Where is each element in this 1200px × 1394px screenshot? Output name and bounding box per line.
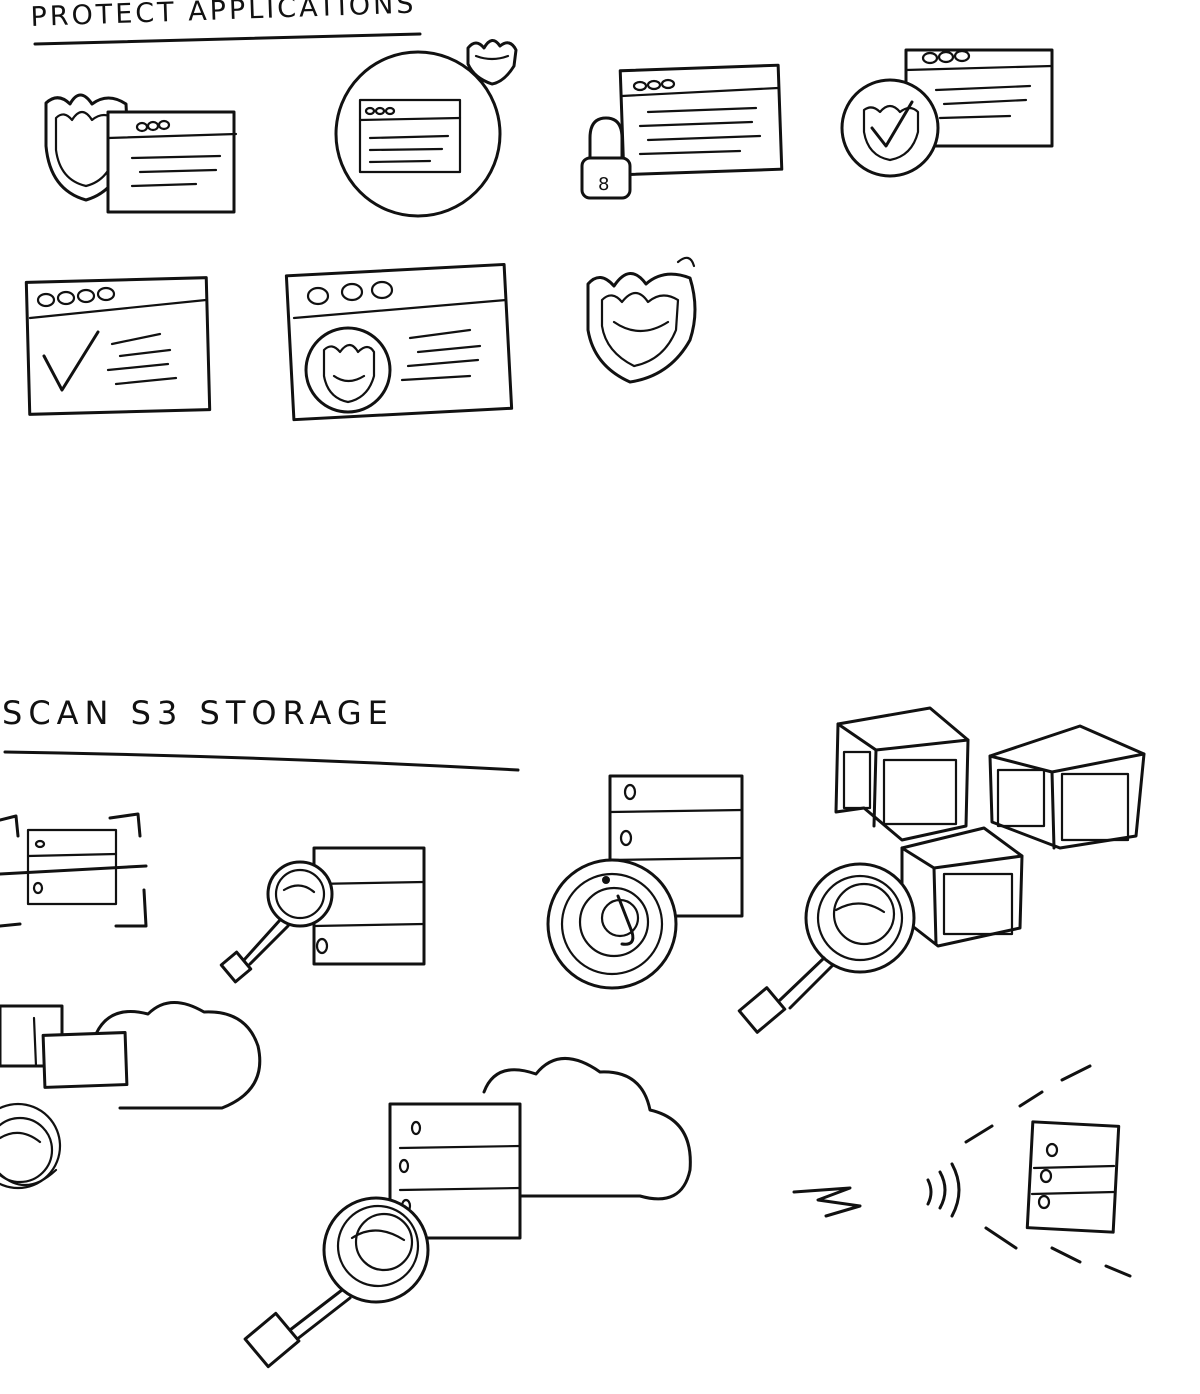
- window-checkmark-icon: [24, 276, 212, 416]
- magnifier-list-icon: [219, 846, 426, 984]
- target-list-icon: [546, 774, 744, 990]
- circle-window-shield-icon: [334, 39, 518, 218]
- shield-window-icon: [44, 93, 238, 214]
- scan-frame-icon: [0, 812, 148, 928]
- window-shield-badge-icon: [284, 262, 514, 422]
- magnifier-boxes-icon: [737, 706, 1146, 1034]
- cloud-magnifier-list-icon: [243, 1057, 692, 1369]
- circle-shield-check-window-icon: [840, 48, 1054, 178]
- signal-list-icon: [792, 1064, 1132, 1278]
- scan-s3-storage-heading: SCAN S3 STORAGE: [2, 694, 394, 732]
- protect-heading-underline: [33, 32, 422, 46]
- svg-text:8: 8: [598, 174, 609, 195]
- cloud-upload-icon: [0, 1001, 262, 1190]
- window-padlock-icon: 8: [580, 63, 784, 200]
- shield-icon: [586, 256, 697, 384]
- scan-heading-underline: [3, 750, 520, 772]
